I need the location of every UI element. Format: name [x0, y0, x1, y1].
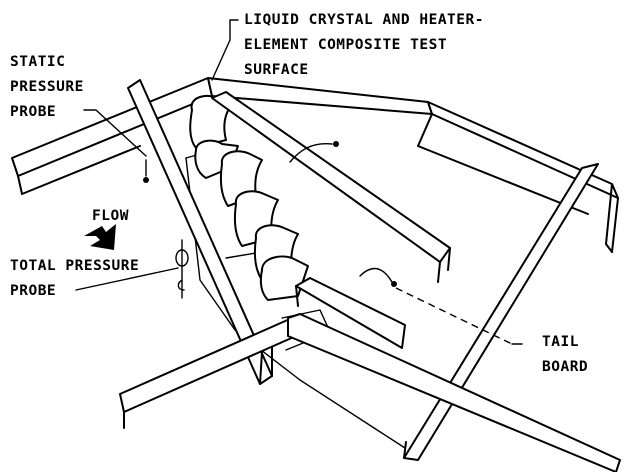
- blade-6: [259, 255, 309, 301]
- test-surface-label-line2: ELEMENT COMPOSITE TEST: [244, 37, 447, 53]
- static-probe-label-line2: PRESSURE: [10, 79, 84, 95]
- tail-board: [211, 91, 451, 349]
- blade-row: [189, 94, 309, 301]
- static-probe-label-line1: STATIC: [10, 54, 65, 70]
- front-left-rail: [127, 79, 273, 385]
- test-surface-label-line3: SURFACE: [244, 62, 309, 78]
- static-probe-label-line3: PROBE: [10, 104, 56, 120]
- outlet-right-wall: [287, 313, 621, 472]
- tail-board-label-line2: BOARD: [542, 359, 588, 375]
- flow-arrow-icon: [84, 224, 116, 250]
- blade-1: [189, 94, 233, 149]
- flow-label: FLOW: [92, 208, 129, 224]
- tail-board-label-line1: TAIL: [542, 334, 579, 350]
- heater-leads: [289, 141, 397, 287]
- total-pressure-probe: [175, 239, 189, 299]
- test-surface-label-line1: LIQUID CRYSTAL AND HEATER-: [244, 12, 484, 28]
- upper-back-wall: [207, 77, 619, 253]
- total-probe-label-line1: TOTAL PRESSURE: [10, 258, 139, 274]
- total-probe-label-line2: PROBE: [10, 283, 56, 299]
- static-pressure-probe: [143, 159, 149, 183]
- leader-lines: [75, 19, 523, 345]
